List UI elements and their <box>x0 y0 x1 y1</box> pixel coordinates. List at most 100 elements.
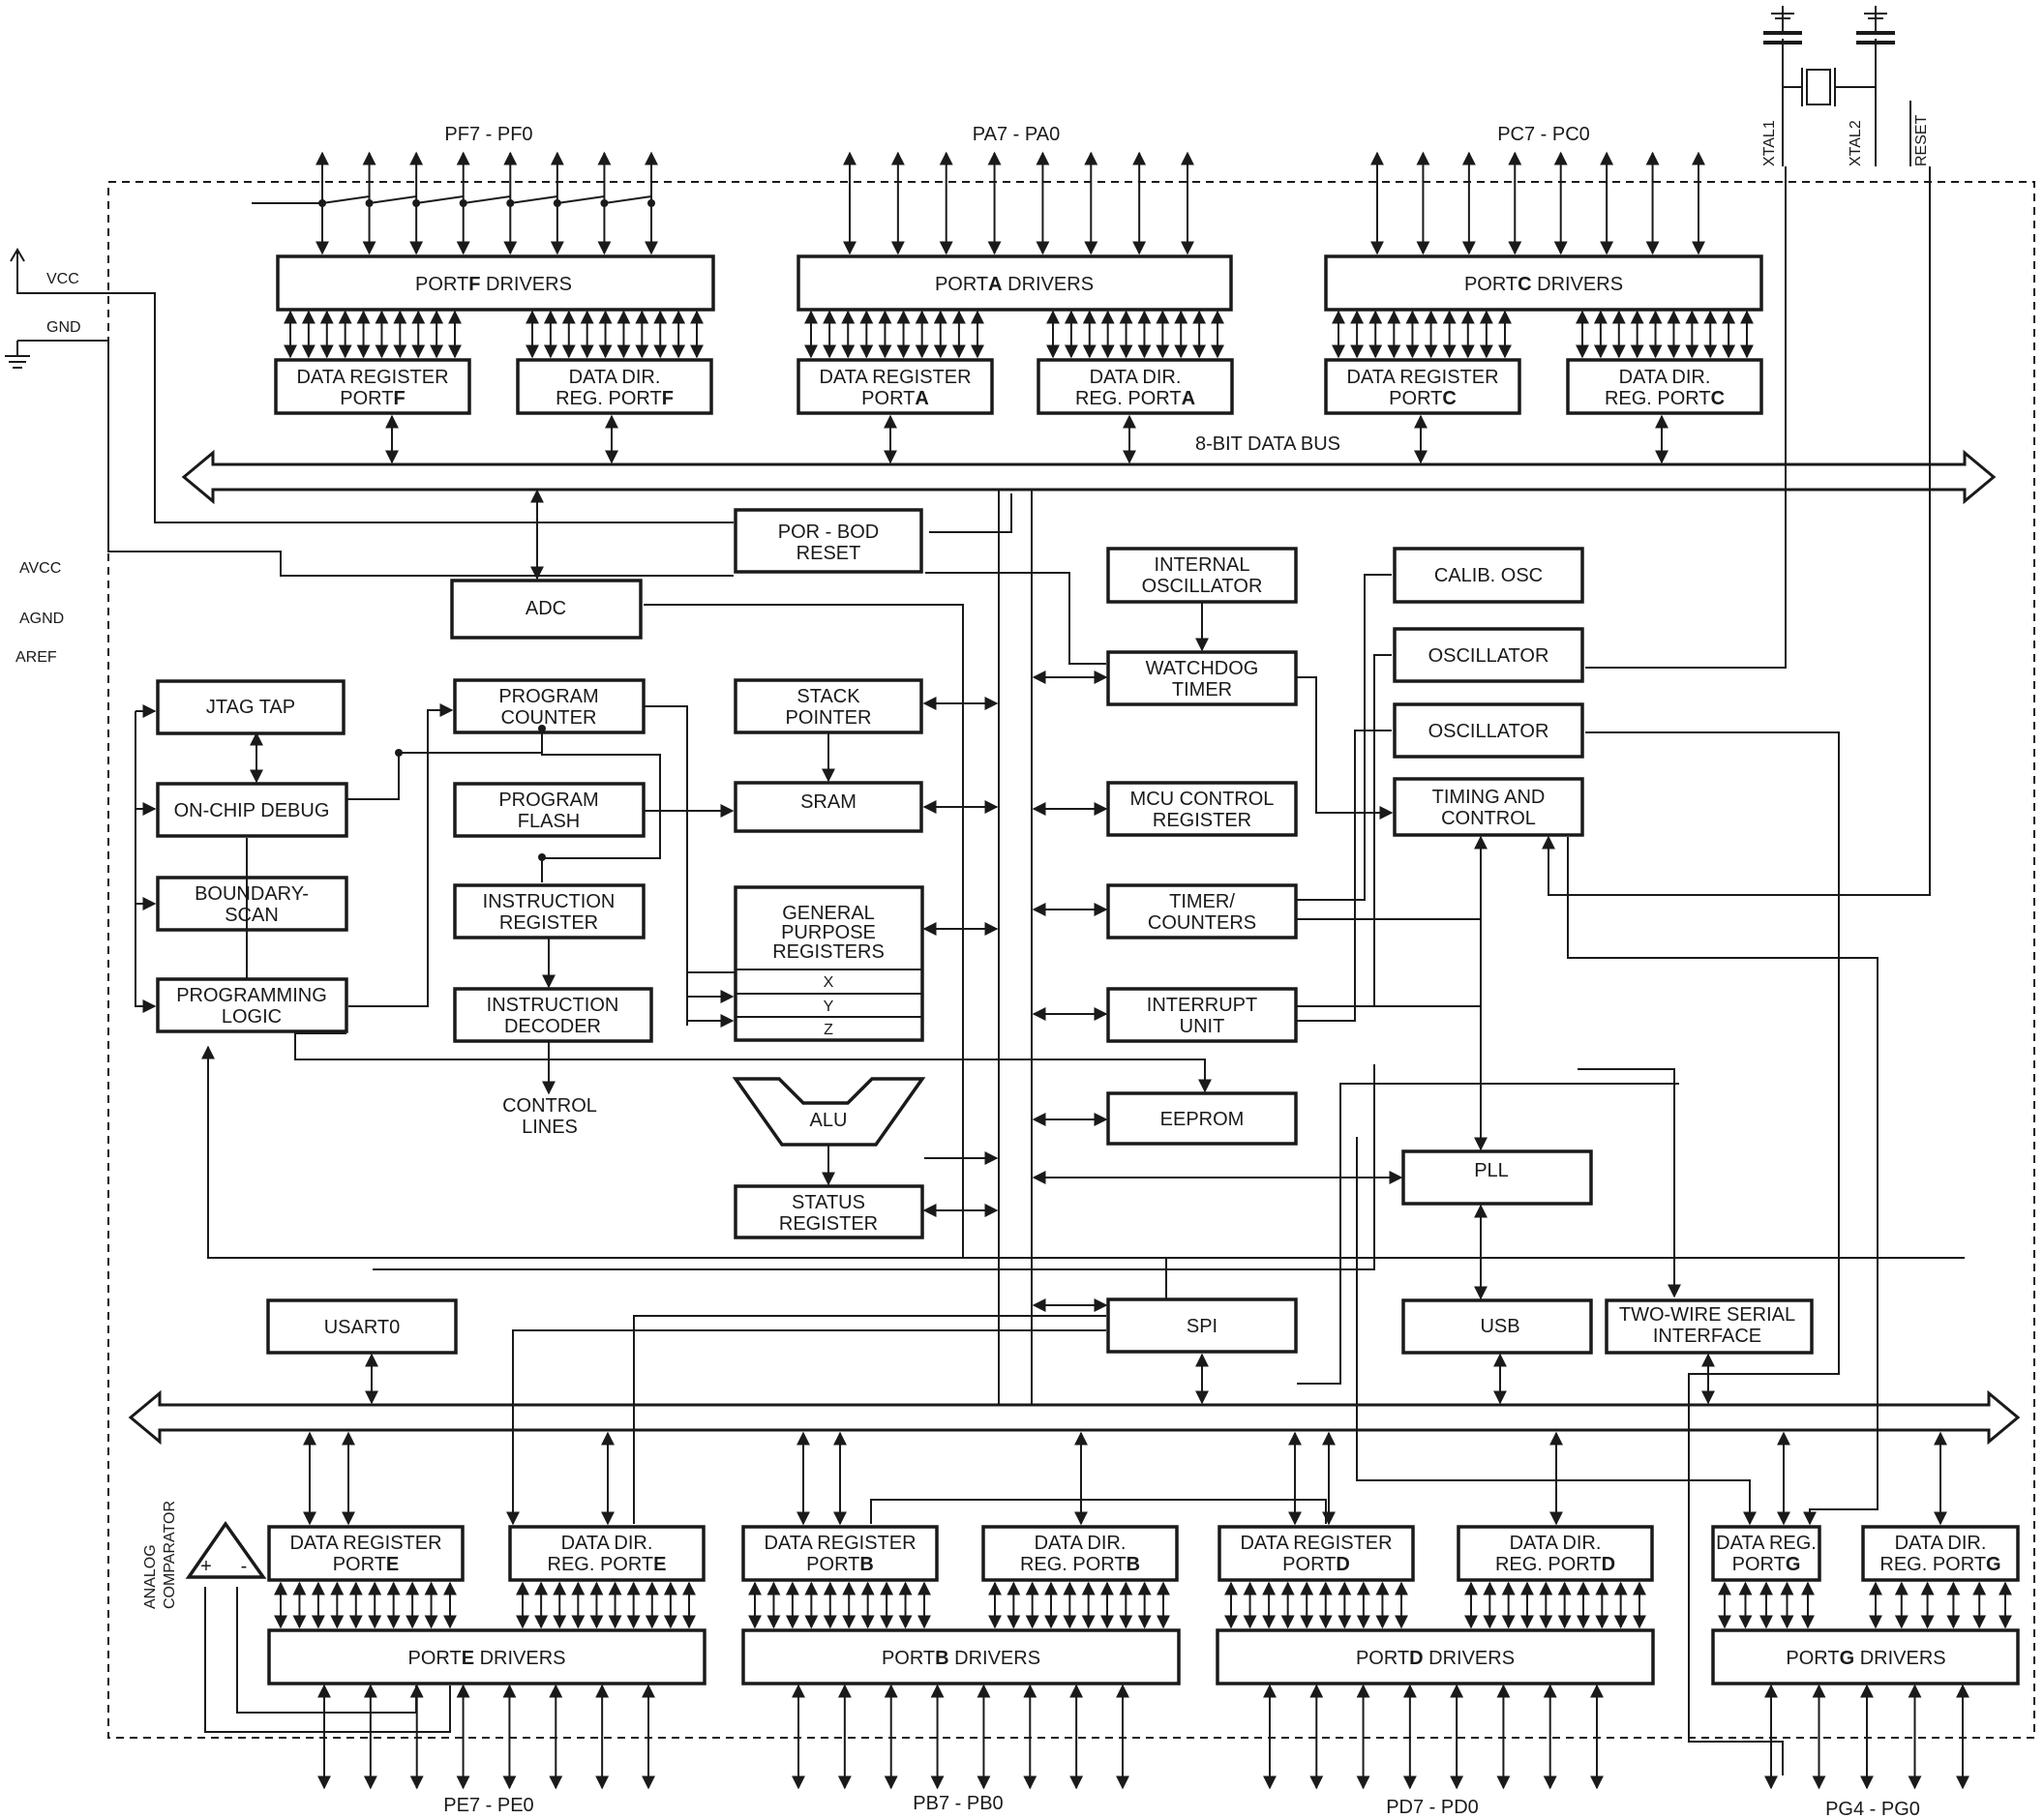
port-g-group: DATA REG. PORTG DATA DIR. REG. PORTG POR… <box>1711 1525 2020 1819</box>
port-a-pins-label: PA7 - PA0 <box>973 124 1060 145</box>
alu-block <box>732 1077 926 1147</box>
port-g-data-register-line1: DATA REG. <box>1716 1533 1817 1554</box>
usart-route <box>373 1064 1375 1270</box>
port-b-data-dir-line2: REG. PORTB <box>1020 1554 1140 1575</box>
port-a-data-register-line1: DATA REGISTER <box>819 367 971 388</box>
connection-wires <box>135 151 2012 1790</box>
port-g-data-register <box>1711 1525 1821 1582</box>
program-counter-label-2: COUNTER <box>501 707 597 729</box>
two-wire-serial-interface-block <box>1605 1298 1814 1355</box>
gpr-x-label: X <box>824 974 834 991</box>
timing-control-label-1: TIMING AND <box>1432 787 1546 808</box>
timer-to-calib <box>1297 574 1392 901</box>
port-a-group: PA7 - PA0 PORTA DRIVERS DATA REGISTER PO… <box>797 124 1234 415</box>
port-a-drivers <box>797 254 1233 312</box>
port-f-data-register-line2: PORTF <box>340 388 405 409</box>
port-b-group: DATA REGISTER PORTB DATA DIR. REG. PORTB… <box>741 1525 1181 1814</box>
pll-block <box>1401 1149 1593 1206</box>
port-c-group: PC7 - PC0 PORTC DRIVERS DATA REGISTER PO… <box>1324 124 1763 415</box>
boundary-scan-label-1: BOUNDARY- <box>195 883 309 905</box>
port-a-data-dir-register <box>1037 358 1234 415</box>
port-d-drivers-label: PORTD DRIVERS <box>1356 1648 1515 1669</box>
port-g-data-dir-register <box>1861 1525 2020 1582</box>
port-e-drivers <box>267 1628 706 1685</box>
int-to-osc2 <box>1297 730 1392 1022</box>
mcu-control-register-label-1: MCU CONTROL <box>1130 789 1275 810</box>
status-register-label-2: REGISTER <box>779 1213 878 1235</box>
port-a-data-dir-line1: DATA DIR. <box>1090 367 1182 388</box>
port-a-data-dir-line2: REG. PORTA <box>1075 388 1195 409</box>
chip-boundary <box>107 181 2035 1739</box>
port-g-drivers-label: PORTG DRIVERS <box>1786 1648 1945 1669</box>
gpr-z-label: Z <box>824 1022 833 1038</box>
prog-to-eeprom <box>294 1032 1212 1093</box>
port-f-data-register-line1: DATA REGISTER <box>296 367 448 388</box>
calib-osc-block <box>1393 547 1584 604</box>
timing-and-control-block <box>1393 777 1584 837</box>
pf-ddr-tie <box>369 195 417 204</box>
port-d-data-register-line2: PORTD <box>1282 1554 1350 1575</box>
port-c-data-register-line2: PORTC <box>1389 388 1457 409</box>
interrupt-unit-label-2: UNIT <box>1180 1016 1225 1037</box>
port-f-pins-label: PF7 - PF0 <box>444 124 532 145</box>
crystal-icon <box>1783 68 1876 106</box>
spi-side-link <box>1297 1083 1679 1385</box>
gpr-label-1: GENERAL <box>782 903 875 924</box>
instruction-register-block <box>453 883 646 939</box>
osc1-to-xtal1 <box>1585 166 1787 669</box>
usart0-block <box>266 1298 458 1355</box>
instruction-register-label-2: REGISTER <box>499 912 598 934</box>
gnd-route-wire <box>107 341 734 577</box>
usb-block <box>1401 1298 1593 1355</box>
port-e-group: DATA REGISTER PORTE DATA DIR. REG. PORTE… <box>267 1525 706 1816</box>
jtag-tap-block <box>156 679 346 735</box>
analog-comparator-minus: - <box>241 1556 248 1577</box>
port-b-drivers <box>741 1628 1181 1685</box>
port-b-data-dir-register <box>981 1525 1179 1582</box>
port-f-data-dir-register <box>516 358 713 415</box>
pc-flash-loop <box>541 732 661 882</box>
port-b-data-register-line1: DATA REGISTER <box>764 1533 916 1554</box>
vcc-label: VCC <box>46 271 79 287</box>
pc-bus-link <box>644 705 688 1026</box>
program-flash-label-2: FLASH <box>518 811 580 832</box>
watchdog-timer-label-2: TIMER <box>1172 679 1232 701</box>
gpr-label-2: PURPOSE <box>781 922 876 943</box>
port-a-drivers-label: PORTA DRIVERS <box>935 274 1094 295</box>
port-f-data-dir-line1: DATA DIR. <box>569 367 661 388</box>
gnd-label: GND <box>46 319 81 336</box>
interrupt-unit-block <box>1106 987 1298 1043</box>
spi-label: SPI <box>1187 1316 1217 1337</box>
spi-to-pe <box>506 1329 1106 1526</box>
internal-oscillator-label-1: INTERNAL <box>1155 554 1250 576</box>
por-to-wdt <box>925 572 1106 665</box>
internal-oscillator-label-2: OSCILLATOR <box>1142 576 1263 597</box>
programming-logic-label-2: LOGIC <box>222 1006 282 1028</box>
pf-ddr-tie <box>510 195 557 204</box>
programming-logic-block <box>156 977 348 1033</box>
instruction-decoder-block <box>453 987 653 1043</box>
timer-counters-block <box>1106 883 1298 939</box>
comparator-to-pe-2 <box>204 1587 451 1733</box>
prog-logic-to-pc <box>348 703 454 1007</box>
port-g-drivers <box>1711 1628 2020 1685</box>
port-e-data-register-line2: PORTE <box>333 1554 400 1575</box>
wdt-to-timing <box>1297 676 1394 820</box>
timer-counters-label-1: TIMER/ <box>1169 891 1235 912</box>
sram-label: SRAM <box>800 791 857 813</box>
analog-comparator-label-1: ANALOG <box>142 1544 159 1609</box>
pll-label: PLL <box>1474 1160 1509 1181</box>
oscillator-2-block <box>1393 702 1584 759</box>
port-c-pins-label: PC7 - PC0 <box>1497 124 1590 145</box>
port-b-data-register-line2: PORTB <box>806 1554 874 1575</box>
osc2-to-pg <box>1585 731 1840 1775</box>
port-c-data-dir-register <box>1566 358 1763 415</box>
port-g-data-register-line2: PORTG <box>1732 1554 1801 1575</box>
port-e-drivers-label: PORTE DRIVERS <box>407 1648 565 1669</box>
instruction-decoder-label-1: INSTRUCTION <box>487 995 619 1016</box>
vcc-arrow-icon <box>10 248 25 277</box>
timing-to-pg <box>1567 837 1879 1526</box>
int-to-twi <box>1578 1068 1681 1298</box>
pf-ddr-tie <box>556 195 605 204</box>
on-chip-debug-block <box>156 782 348 838</box>
